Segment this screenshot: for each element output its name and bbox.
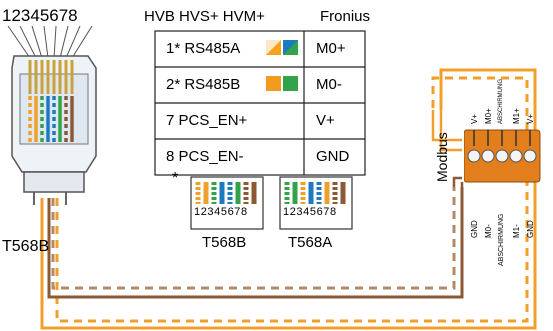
terminal-bottom-label-1: GND [470, 220, 479, 238]
cable-ends [33, 192, 67, 205]
row2-left: 2* RS485B [166, 76, 241, 93]
terminal-top-label-1: V+ [470, 113, 479, 124]
row3-left: 7 PCS_EN+ [166, 112, 248, 129]
wire-into-terminal-bottom [452, 176, 464, 187]
t568a-jack [279, 176, 353, 230]
terminal-bottom-label-4: M1- [512, 224, 521, 238]
rj45-plug-drawing [7, 25, 97, 193]
modbus-label: Modbus [434, 132, 450, 182]
row1-right: M0+ [316, 40, 346, 57]
terminal-bottom-label-2: M0- [484, 224, 493, 238]
wire-into-terminal-top [431, 110, 462, 152]
rs485a-color-swatch [266, 40, 298, 55]
footnote-standards: * [170, 170, 370, 262]
table-grid [154, 30, 366, 176]
wire-brown-white-dashed [51, 187, 456, 290]
row4-left: 8 PCS_EN- [166, 148, 244, 165]
row3-right: V+ [316, 112, 335, 129]
terminal-top-label-2: M0+ [484, 108, 493, 124]
wire-orange-white-dashed [55, 76, 529, 323]
rj45-connector: 12345678 T568B [0, 0, 110, 255]
table-header-inverter: Fronius [320, 8, 371, 25]
connector-standard-label: T568B [2, 238, 50, 255]
row4-right: GND [316, 148, 350, 165]
terminal-block [464, 129, 541, 183]
rs485b-color-swatch [266, 76, 298, 91]
terminal-bottom-label-3: ABSCHIRMUNG [498, 213, 505, 266]
modbus-terminal: Modbus V+ M0+ ABSCHIRMUNG M1+ V+ GND M0-… [434, 70, 553, 270]
terminal-top-label-4: M1+ [512, 108, 521, 124]
t568b-pin-numbers: 12345678 [194, 206, 248, 218]
wire-brown-solid [47, 187, 464, 299]
t568a-label: T568A [288, 234, 333, 251]
terminal-top-label-5: V+ [526, 113, 535, 124]
terminal-bottom-label-5: GND [526, 220, 535, 238]
t568b-jack [190, 176, 264, 230]
jack-drawings [190, 176, 353, 230]
row2-right: M0- [316, 76, 342, 93]
row1-left: 1* RS485A [166, 40, 241, 57]
pin-numbers: 12345678 [2, 6, 78, 25]
t568b-label: T568B [202, 234, 247, 251]
table-header-battery: HVB HVS+ HVM+ [144, 8, 265, 25]
terminal-top-label-3: ABSCHIRMUNG [498, 78, 504, 124]
wire-orange-solid [40, 68, 537, 330]
t568a-pin-numbers: 12345678 [283, 206, 337, 218]
footnote-marker: * [172, 170, 179, 187]
